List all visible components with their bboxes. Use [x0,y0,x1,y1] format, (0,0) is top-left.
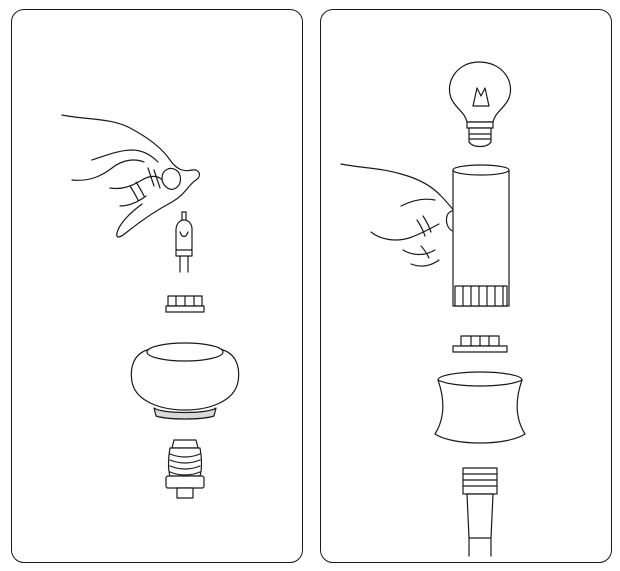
round-shade-icon [131,343,238,419]
cylinder-sleeve-icon [453,165,509,306]
left-panel-drawing [12,10,304,564]
halogen-bulb-icon [176,212,192,272]
lamp-socket-icon [166,440,204,498]
left-panel [11,9,303,563]
hand-icon [341,164,472,266]
incandescent-bulb-icon [449,62,510,147]
right-panel-drawing [321,10,613,564]
retaining-ring-icon [453,336,507,352]
lamp-socket-icon [463,468,497,556]
waisted-shade-icon [435,372,525,443]
right-panel [320,9,612,563]
retaining-ring-icon [166,296,204,312]
hand-icon [62,115,199,237]
